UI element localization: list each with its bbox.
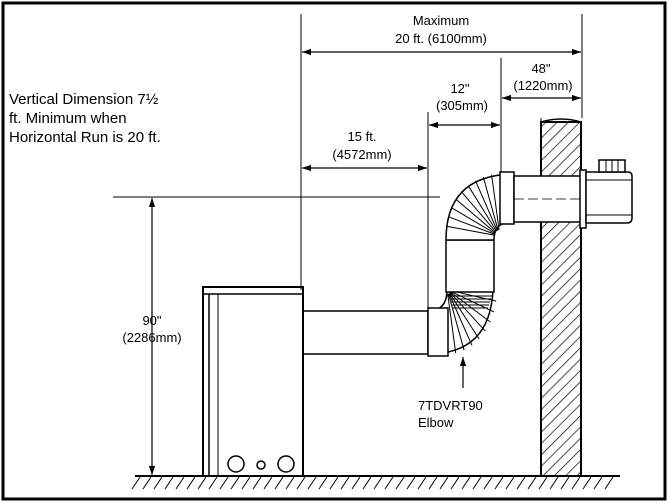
note-line-2: ft. Minimum when bbox=[9, 110, 127, 127]
wall-icon bbox=[540, 118, 582, 477]
water-heater-icon bbox=[202, 286, 304, 477]
upper-elbow bbox=[445, 171, 515, 241]
vent-elbow-icon bbox=[427, 289, 497, 357]
wall-dimension-value: (1220mm) bbox=[513, 78, 572, 93]
extension-lines bbox=[113, 14, 583, 310]
note-line-1: Vertical Dimension 7½ bbox=[9, 91, 159, 108]
wall-dimension-label: 48" bbox=[531, 61, 550, 76]
note-line-3: Horizontal Run is 20 ft. bbox=[9, 129, 161, 146]
maximum-value: 20 ft. (6100mm) bbox=[395, 31, 487, 46]
horizontal-vent-pipe bbox=[303, 310, 428, 355]
vertical-vent-pipe bbox=[445, 239, 495, 293]
elbow-part-number: 7TDVRT90 bbox=[418, 398, 483, 413]
twelve-inch-label: 12" bbox=[450, 81, 469, 96]
dimension-arrows bbox=[148, 48, 581, 475]
height-label: 90" bbox=[142, 313, 161, 328]
ground-icon bbox=[131, 475, 620, 490]
fifteen-ft-label: 15 ft. bbox=[348, 129, 377, 144]
vent-terminal-icon bbox=[579, 159, 633, 229]
maximum-label: Maximum bbox=[413, 13, 469, 28]
twelve-inch-value: (305mm) bbox=[436, 98, 488, 113]
wall-pass-through-pipe bbox=[513, 175, 585, 223]
fifteen-ft-value: (4572mm) bbox=[332, 147, 391, 162]
elbow-label: Elbow bbox=[418, 415, 454, 430]
height-value: (2286mm) bbox=[122, 330, 181, 345]
